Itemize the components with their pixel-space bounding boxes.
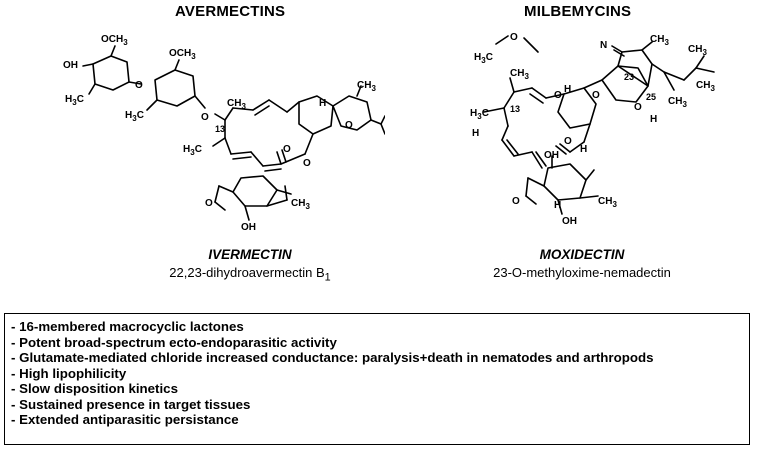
c25-label: 25 (646, 92, 656, 102)
properties-list: - 16-membered macrocyclic lactones - Pot… (11, 319, 749, 428)
property-item: - Potent broad-spectrum ecto-endoparasit… (11, 334, 337, 350)
cyclohexene-ring (543, 163, 587, 201)
ch3-label: CH3 (650, 34, 669, 47)
c23-label: 23 (624, 72, 634, 82)
ch3-label: CH3 (357, 80, 376, 93)
property-item: - Slow disposition kinetics (11, 381, 178, 396)
subtitle-text: 22,23-dihydroavermectin B (169, 265, 325, 280)
ivermectin-structure: OCH3 OH H3C O OCH3 H3C O CH3 13 H3C H O … (63, 34, 385, 232)
property-item: - 16-membered macrocyclic lactones (11, 319, 244, 334)
h-label: H (650, 114, 657, 125)
h3c-label: H3C (474, 52, 493, 65)
oh-label: OH (562, 216, 577, 227)
c13-label: 13 (510, 104, 520, 114)
n-label: N (600, 40, 607, 51)
o-label: O (564, 136, 572, 147)
compound-name-ivermectin: IVERMECTIN (208, 247, 292, 262)
sugar-ring-2 (154, 69, 196, 107)
ch3-label: CH3 (510, 68, 529, 81)
h-label: H (564, 84, 571, 95)
property-item: - Glutamate-mediated chloride increased … (11, 350, 654, 365)
o-label: O (510, 32, 518, 43)
h-label: H (580, 144, 587, 155)
compound-subtitle-moxidectin: 23-O-methyloxime-nemadectin (493, 265, 671, 280)
h-label: H (319, 98, 326, 109)
o-label: O (201, 112, 209, 123)
o-label: O (634, 102, 642, 113)
och3-label: OCH3 (169, 48, 196, 61)
spiroketal-ring-1 (298, 95, 334, 135)
o-label: O (135, 80, 143, 91)
o-label: O (345, 120, 353, 131)
h3c-label: H3C (125, 110, 144, 123)
avermectins-heading: AVERMECTINS (175, 3, 286, 20)
h3c-label: H3C (470, 108, 489, 121)
o-label: O (512, 196, 520, 207)
moxidectin-caption: MOXIDECTIN 23-O-methyloxime-nemadectin (474, 247, 690, 280)
ch3-label: CH3 (688, 44, 707, 57)
h3c-label: H3C (65, 94, 84, 107)
ivermectin-caption: IVERMECTIN 22,23-dihydroavermectin B1 (150, 247, 350, 284)
och3-label: OCH3 (101, 34, 128, 47)
o-label: O (205, 198, 213, 209)
cyclohexene-ring (232, 175, 278, 207)
oh-label: OH (544, 150, 559, 161)
milbemycins-heading: MILBEMYCINS (524, 3, 632, 20)
h-label: H (472, 128, 479, 139)
c13-label: 13 (215, 124, 225, 134)
property-item: - Sustained presence in target tissues (11, 396, 251, 412)
moxidectin-atom-labels: H3C O N 23 CH3 25 O H CH3 CH3 CH3 O O H … (470, 32, 715, 227)
h-label: H (554, 200, 561, 211)
moxidectin-structure: H3C O N 23 CH3 25 O H CH3 CH3 CH3 O O H … (470, 32, 715, 227)
ch3-label: CH3 (227, 98, 246, 111)
ch3-label: CH3 (696, 80, 715, 93)
ch3-label: CH3 (291, 198, 310, 211)
property-item: - High lipophilicity (11, 365, 127, 381)
properties-box: - 16-membered macrocyclic lactones - Pot… (4, 313, 750, 445)
ivermectin-atom-labels: OCH3 OH H3C O OCH3 H3C O CH3 13 H3C H O … (63, 34, 376, 232)
ch3-label: CH3 (668, 96, 687, 109)
oh-label: OH (63, 60, 78, 71)
subtitle-subscript: 1 (324, 271, 331, 284)
sugar-ring-1 (92, 55, 130, 91)
oh-label: OH (241, 222, 256, 232)
o-label: O (554, 90, 562, 101)
property-item: - Extended antiparasitic persistance (11, 412, 239, 427)
o-label: O (592, 90, 600, 101)
h3c-label: H3C (183, 144, 202, 157)
o-label: O (303, 158, 311, 169)
compound-name-moxidectin: MOXIDECTIN (539, 247, 625, 262)
ch3-label: CH3 (598, 196, 617, 209)
o-label: O (283, 144, 291, 155)
compound-subtitle-ivermectin: 22,23-dihydroavermectin B1 (150, 265, 350, 284)
